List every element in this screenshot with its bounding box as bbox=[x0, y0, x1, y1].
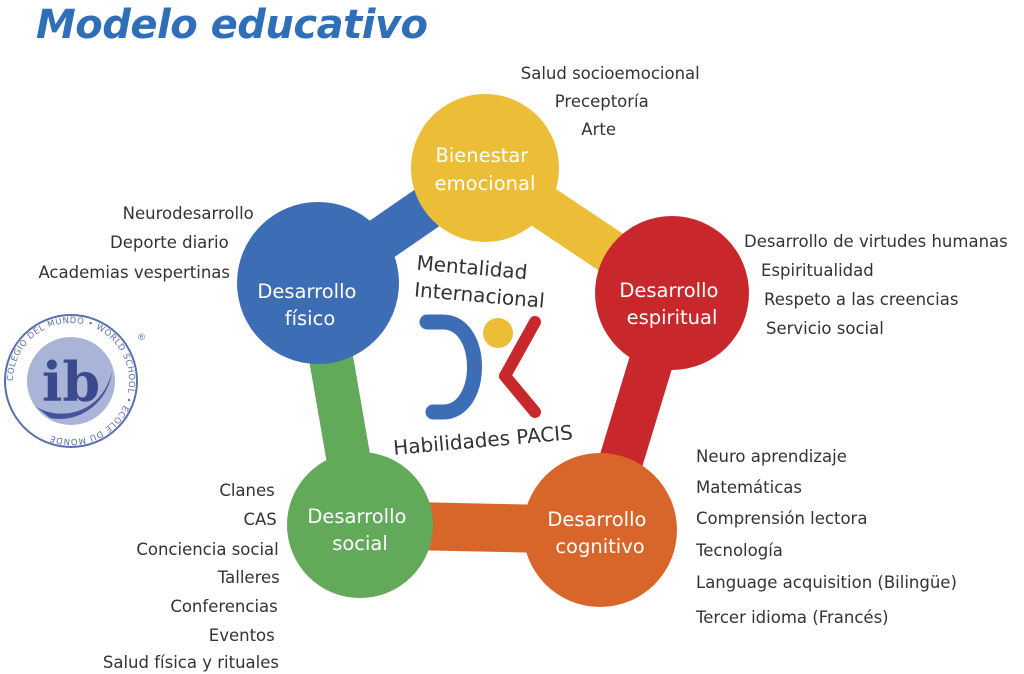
center-top-line2: Internacional bbox=[413, 277, 545, 312]
ib-seal-letters: ib bbox=[42, 350, 100, 414]
ib-seal-registered: ® bbox=[137, 333, 146, 343]
list-item: Neuro aprendizaje bbox=[696, 447, 847, 466]
list-item: Conciencia social bbox=[136, 540, 278, 559]
node-desarrollo-espiritual: Desarrollo espiritual bbox=[595, 216, 749, 370]
svg-text:Desarrollo espiritual: Desarrollo espiritual bbox=[619, 279, 724, 329]
list-item: Clanes bbox=[219, 481, 274, 500]
svg-text:Desarrollo físico: Desarrollo físico bbox=[257, 280, 362, 330]
list-item: Respeto a las creencias bbox=[764, 290, 958, 309]
svg-text:Bienestar emocional: Bienestar emocional bbox=[435, 144, 536, 195]
list-item: Servicio social bbox=[766, 319, 884, 338]
list-item: CAS bbox=[243, 510, 276, 529]
node-label-line2: emocional bbox=[435, 172, 536, 195]
logo-yellow-dot bbox=[483, 318, 513, 348]
svg-text:Desarrollo cognitivo: Desarrollo cognitivo bbox=[547, 508, 652, 558]
list-item: Desarrollo de virtudes humanas bbox=[744, 232, 1008, 251]
list-item: Salud física y rituales bbox=[103, 653, 279, 672]
list-social: Clanes CAS Conciencia social Talleres Co… bbox=[103, 481, 285, 672]
center-logo-mark bbox=[419, 314, 541, 420]
node-circle bbox=[595, 216, 749, 370]
logo-red-stroke bbox=[499, 316, 541, 418]
list-item: Deporte diario bbox=[110, 233, 229, 252]
center-top-label: Mentalidad Internacional bbox=[413, 251, 548, 313]
list-cognitivo: Neuro aprendizaje Matemáticas Comprensió… bbox=[695, 447, 962, 627]
page-title: Modelo educativo bbox=[36, 2, 428, 48]
node-label-line2: espiritual bbox=[627, 306, 718, 329]
node-label-line1: Desarrollo bbox=[619, 279, 718, 302]
list-item: Matemáticas bbox=[696, 478, 802, 497]
node-label-line2: social bbox=[332, 532, 388, 555]
node-label-line1: Desarrollo bbox=[257, 280, 356, 303]
list-item: Academias vespertinas bbox=[38, 263, 230, 282]
node-label-line1: Desarrollo bbox=[547, 508, 646, 531]
list-item: Tercer idioma (Francés) bbox=[695, 608, 889, 627]
list-bienestar: Salud socioemocional Preceptoría Arte bbox=[521, 64, 705, 139]
list-item: Espiritualidad bbox=[761, 261, 874, 280]
list-item: Conferencias bbox=[170, 597, 277, 616]
node-label-line1: Bienestar bbox=[435, 144, 529, 167]
node-circle bbox=[287, 452, 433, 598]
logo-blue-arc bbox=[419, 314, 482, 420]
list-item: Salud socioemocional bbox=[521, 64, 700, 83]
node-label-line2: físico bbox=[285, 307, 336, 330]
list-item: Arte bbox=[581, 120, 616, 139]
list-item: Tecnología bbox=[695, 541, 783, 560]
list-item: Eventos bbox=[209, 626, 275, 645]
node-bienestar-emocional: Bienestar emocional bbox=[411, 94, 559, 242]
list-item: Comprensión lectora bbox=[696, 509, 867, 528]
list-fisico: Neurodesarrollo Deporte diario Academias… bbox=[38, 204, 259, 282]
node-circle bbox=[237, 202, 399, 364]
node-circle bbox=[411, 94, 559, 242]
node-desarrollo-social: Desarrollo social bbox=[287, 452, 433, 598]
node-label-line2: cognitivo bbox=[555, 535, 644, 558]
list-item: Preceptoría bbox=[555, 92, 649, 111]
list-espiritual: Desarrollo de virtudes humanas Espiritua… bbox=[744, 232, 1013, 338]
node-label-line1: Desarrollo bbox=[307, 505, 406, 528]
node-desarrollo-fisico: Desarrollo físico bbox=[237, 202, 399, 364]
ib-world-school-logo: COLEGIO DEL MUNDO • WORLD SCHOOL • ÉCOLE… bbox=[4, 314, 146, 448]
list-item: Language acquisition (Bilingüe) bbox=[696, 573, 957, 592]
center-bottom-label: Habilidades PACIS bbox=[392, 420, 573, 460]
node-desarrollo-cognitivo: Desarrollo cognitivo bbox=[523, 453, 677, 607]
node-circle bbox=[523, 453, 677, 607]
svg-text:Desarrollo social: Desarrollo social bbox=[307, 505, 412, 555]
list-item: Neurodesarrollo bbox=[123, 204, 254, 223]
list-item: Talleres bbox=[217, 568, 280, 587]
